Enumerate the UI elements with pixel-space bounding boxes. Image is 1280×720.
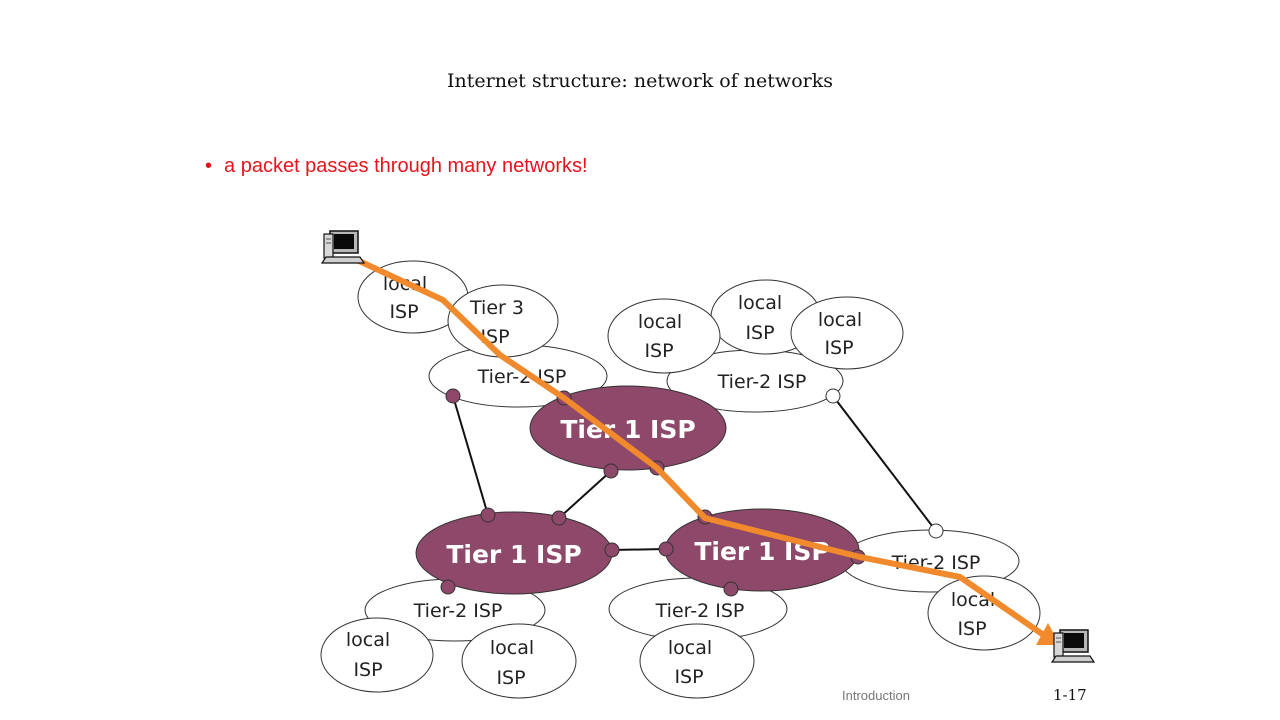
slide-title: Internet structure: network of networks [447,70,833,92]
local-isp-g-isp: ISP [674,666,703,688]
local-isp-g [639,623,755,699]
router-dot [445,388,461,404]
computer-icon [320,230,366,264]
link-tier1-left-top [558,470,612,519]
local-isp-c-isp: ISP [644,340,673,362]
local-isp-d [790,296,904,370]
local-isp-h-isp: ISP [957,618,986,640]
local-isp-d-isp: ISP [824,337,853,359]
local-isp-f [461,623,577,699]
local-isp-b-word: local [738,292,782,314]
bullet-item: • a packet passes through many networks! [205,155,588,178]
link-tier1-left-right [611,548,667,551]
tier3-isp-word: Tier 3 [469,297,524,319]
local-isp-f-word: local [490,637,534,659]
tier1-isp-top-label: Tier 1 ISP [560,415,695,444]
page-number: 1-17 [1053,686,1087,704]
local-isp-b-isp: ISP [745,322,774,344]
local-isp-g-word: local [668,637,712,659]
router-dot [825,388,841,404]
local-isp-d-word: local [818,309,862,331]
bullet-dot: • [205,155,213,177]
link-tier2-right [832,395,937,532]
computer-icon [1050,629,1096,663]
footer-label: Introduction [842,688,910,703]
router-dot [928,523,944,539]
local-isp-c-word: local [638,311,682,333]
tier2-isp-bottommid-label: Tier-2 ISP [655,600,745,622]
link-tier2-tier1-left [452,395,489,516]
router-dot [603,463,619,479]
local-isp-e-isp: ISP [353,659,382,681]
tier2-isp-bottomleft-label: Tier-2 ISP [413,600,503,622]
router-dot [551,510,567,526]
router-dot [658,541,674,557]
local-isp-a-isp: ISP [389,301,418,323]
router-dot [440,579,456,595]
router-dot [723,581,739,597]
local-isp-e-word: local [346,629,390,651]
tier2-isp-topright-label: Tier-2 ISP [717,371,807,393]
packet-path [354,257,1048,639]
router-dot [480,507,496,523]
bullet-text: a packet passes through many networks! [224,155,588,177]
local-isp-e [320,617,434,693]
local-isp-h [927,575,1041,651]
local-isp-c [607,298,721,374]
tier1-isp-left-label: Tier 1 ISP [446,540,581,569]
router-dot [604,542,620,558]
local-isp-f-isp: ISP [496,667,525,689]
